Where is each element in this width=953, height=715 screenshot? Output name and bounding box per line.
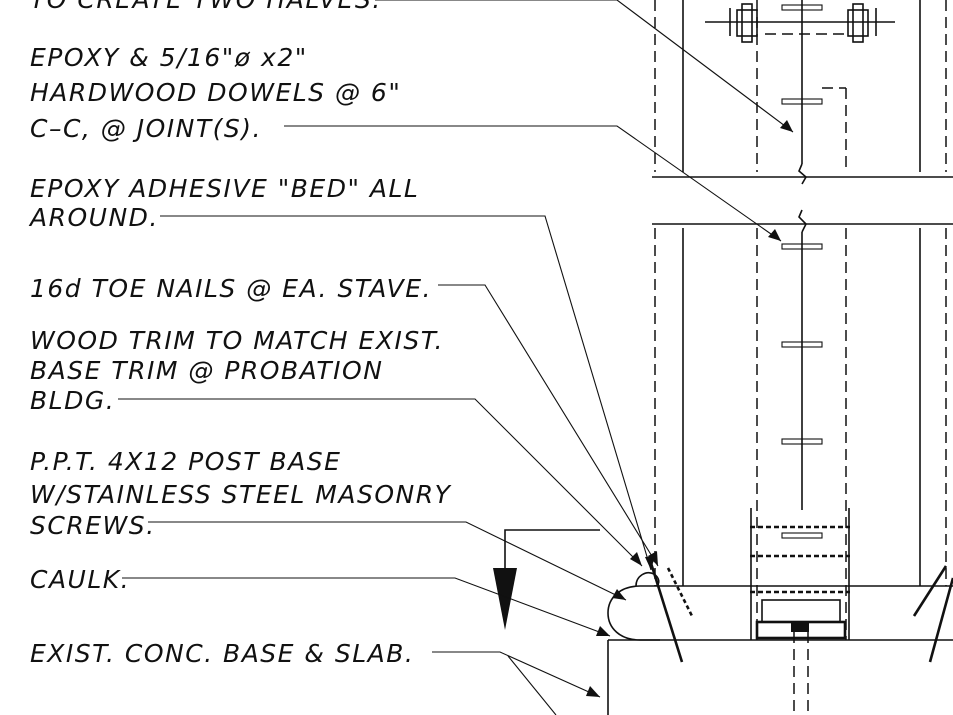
leader-epoxy-bed [160, 215, 655, 571]
note-create-halves: TO CREATE TWO HALVES. [30, 0, 382, 14]
column-outline [652, 0, 953, 586]
post-base-hardware [750, 508, 850, 640]
leader-toe-nails [438, 284, 659, 567]
base-trim [607, 571, 953, 641]
note-line: EPOXY & 5/16"ø x2" [30, 43, 308, 72]
leader-create-halves [375, 0, 794, 133]
note-line: 16d TOE NAILS @ EA. STAVE. [30, 274, 432, 303]
note-line: W/STAINLESS STEEL MASONRY [30, 480, 452, 509]
leader-conc-base [432, 651, 601, 715]
leader-dowels [284, 125, 782, 242]
note-line: TO CREATE TWO HALVES. [30, 0, 382, 14]
existing-concrete-slab [607, 639, 660, 715]
note-conc-base: EXIST. CONC. BASE & SLAB. [30, 639, 414, 668]
anchor-rod [793, 632, 809, 715]
note-wood-trim: WOOD TRIM TO MATCH EXIST. BASE TRIM @ PR… [30, 326, 444, 415]
leader-post-base [148, 521, 627, 601]
note-line: BASE TRIM @ PROBATION [30, 356, 383, 385]
dowel-marks [781, 4, 823, 539]
note-line: P.P.T. 4X12 POST BASE [30, 447, 341, 476]
note-line: BLDG. [30, 386, 115, 415]
note-post-base: P.P.T. 4X12 POST BASE W/STAINLESS STEEL … [30, 447, 452, 540]
note-line: AROUND. [28, 203, 159, 232]
note-caulk: CAULK. [30, 565, 130, 594]
note-line: CAULK. [30, 565, 130, 594]
note-line: WOOD TRIM TO MATCH EXIST. [30, 326, 444, 355]
leader-wood-trim [118, 398, 643, 567]
note-line: EPOXY ADHESIVE "BED" ALL [30, 174, 419, 203]
note-toe-nails: 16d TOE NAILS @ EA. STAVE. [30, 274, 432, 303]
column-core-dashed [756, 0, 847, 640]
note-epoxy-bed: EPOXY ADHESIVE "BED" ALL AROUND. [28, 174, 419, 232]
note-line: HARDWOOD DOWELS @ 6" [30, 78, 401, 107]
note-dowels: EPOXY & 5/16"ø x2" HARDWOOD DOWELS @ 6" … [30, 43, 401, 143]
toe-nails [648, 559, 953, 663]
note-line: EXIST. CONC. BASE & SLAB. [30, 639, 414, 668]
note-line: SCREWS. [30, 511, 156, 540]
center-joint-line [798, 0, 808, 510]
section-cut-marker [493, 529, 600, 630]
note-line: C–C, @ JOINT(S). [30, 114, 262, 143]
leader-caulk [122, 577, 611, 637]
bolt-assembly [705, 3, 895, 43]
